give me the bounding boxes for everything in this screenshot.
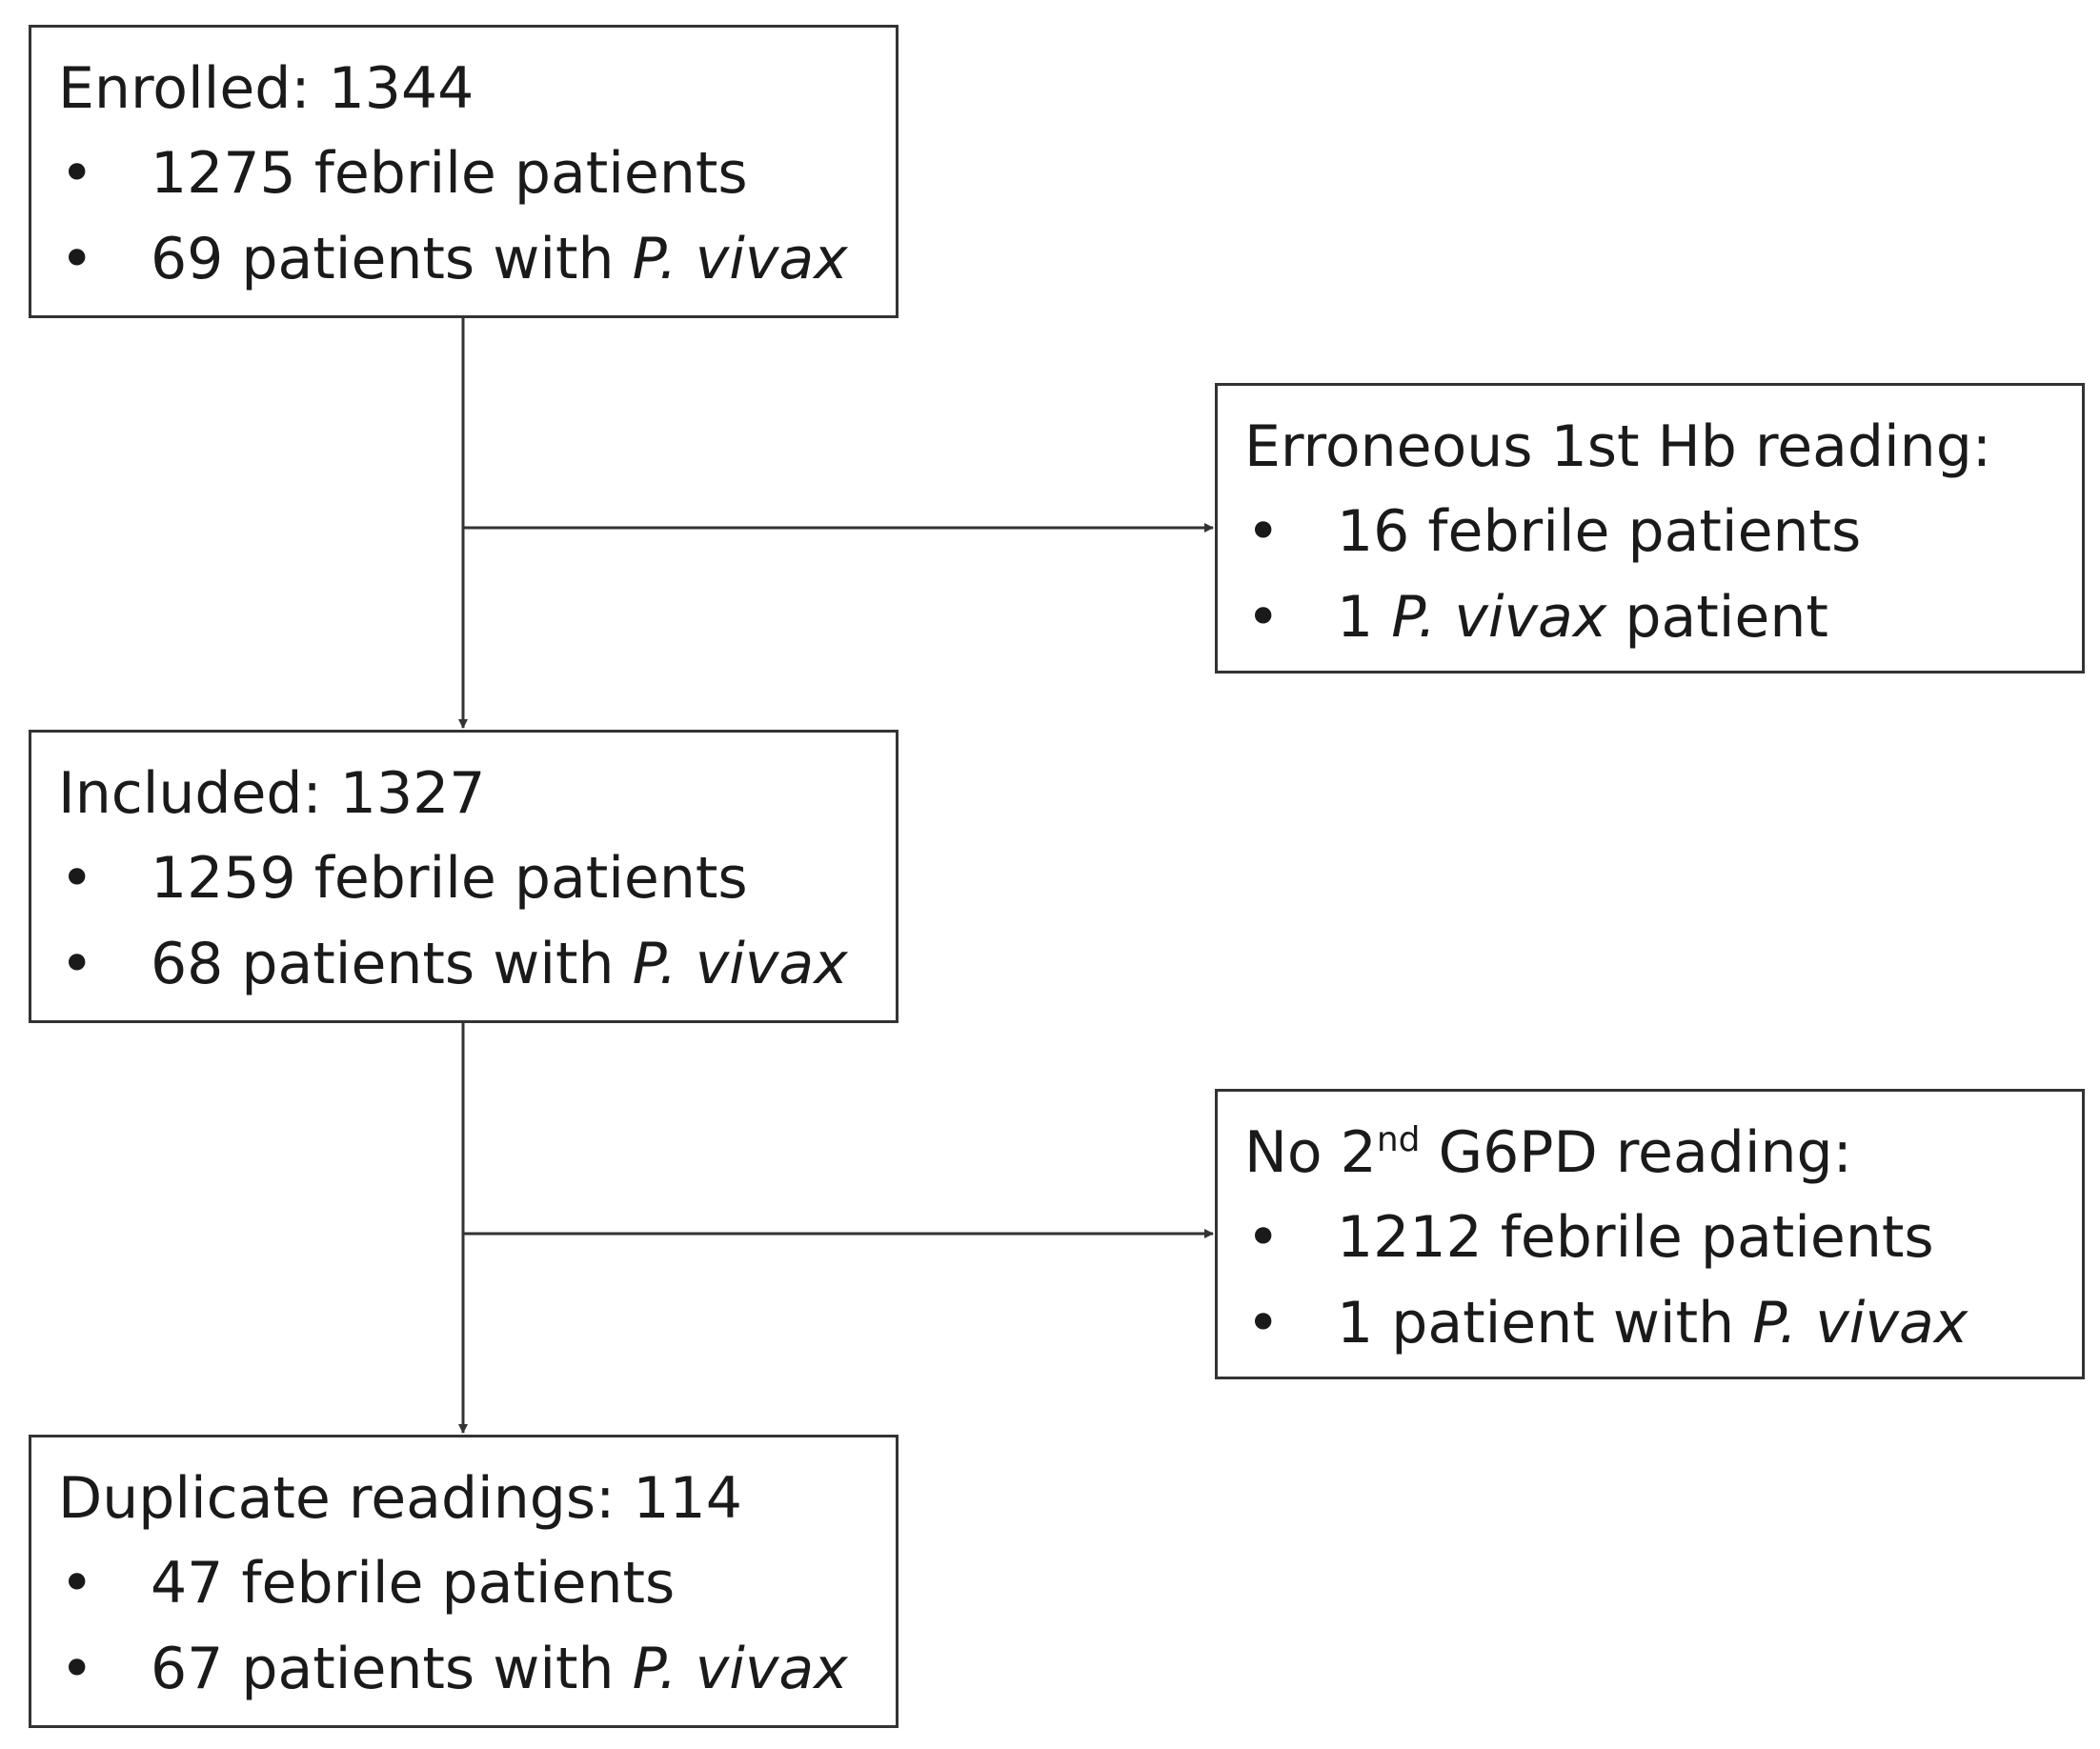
bullet-icon: • — [1246, 498, 1281, 565]
bullet-icon: • — [60, 1550, 94, 1617]
item-text: 1212 febrile patients — [1337, 1204, 1934, 1271]
list-item: • 1212 febrile patients — [1244, 1195, 2055, 1280]
bullet-icon: • — [60, 845, 94, 912]
list-item: • 1275 febrile patients — [58, 131, 869, 216]
bullet-icon: • — [60, 1636, 94, 1702]
item-text: 16 febrile patients — [1337, 498, 1862, 565]
enrolled-box: Enrolled: 1344 • 1275 febrile patients •… — [29, 25, 899, 318]
excluded-g6pd-box: No 2nd G6PD reading: • 1212 febrile pati… — [1215, 1089, 2085, 1379]
list-item: • 67 patients with P. vivax — [58, 1626, 869, 1712]
item-text: 1275 febrile patients — [151, 140, 748, 207]
list-item: • 1259 febrile patients — [58, 835, 869, 921]
duplicate-box: Duplicate readings: 114 • 47 febrile pat… — [29, 1435, 899, 1728]
excluded-g6pd-title: No 2nd G6PD reading: — [1244, 1119, 1852, 1186]
bullet-icon: • — [1246, 1290, 1281, 1357]
bullet-icon: • — [60, 931, 94, 997]
item-text: 67 patients with P. vivax — [151, 1636, 848, 1702]
item-text: 1 P. vivax patient — [1337, 584, 1828, 651]
included-title: Included: 1327 — [58, 760, 486, 827]
list-item: • 16 febrile patients — [1244, 489, 2055, 574]
item-text: 47 febrile patients — [151, 1550, 676, 1617]
included-box: Included: 1327 • 1259 febrile patients •… — [29, 730, 899, 1023]
item-text: 69 patients with P. vivax — [151, 226, 848, 292]
bullet-icon: • — [60, 140, 94, 207]
enrolled-title: Enrolled: 1344 — [58, 55, 475, 122]
excluded-hb-title: Erroneous 1st Hb reading: — [1244, 413, 1992, 480]
item-text: 1 patient with P. vivax — [1337, 1290, 1969, 1357]
excluded-hb-box: Erroneous 1st Hb reading: • 16 febrile p… — [1215, 383, 2085, 673]
list-item: • 1 patient with P. vivax — [1244, 1280, 2055, 1366]
list-item: • 1 P. vivax patient — [1244, 574, 2055, 660]
bullet-icon: • — [60, 226, 94, 292]
bullet-icon: • — [1246, 1204, 1281, 1271]
duplicate-title: Duplicate readings: 114 — [58, 1465, 742, 1532]
bullet-icon: • — [1246, 584, 1281, 651]
item-text: 1259 febrile patients — [151, 845, 748, 912]
item-text: 68 patients with P. vivax — [151, 931, 848, 997]
list-item: • 69 patients with P. vivax — [58, 216, 869, 302]
list-item: • 68 patients with P. vivax — [58, 921, 869, 1007]
list-item: • 47 febrile patients — [58, 1540, 869, 1626]
